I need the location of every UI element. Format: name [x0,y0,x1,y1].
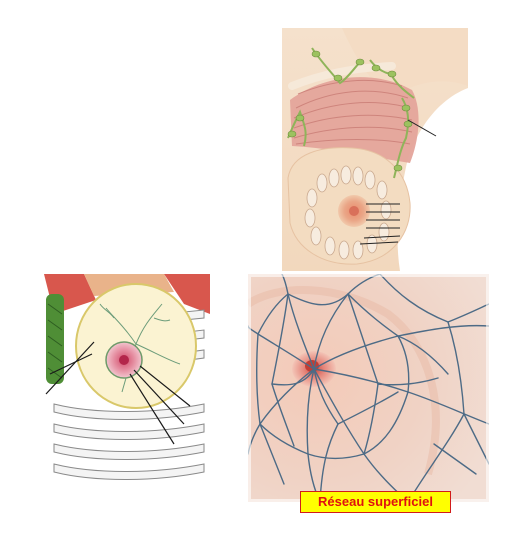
breast-lymph-drainage-ribcage-illustration [44,274,210,492]
superficial-lymphatic-network-illustration [248,274,489,502]
breast-lymphatics-axilla-illustration [282,28,468,271]
superficial-network-caption: Réseau superficiel [300,491,451,513]
